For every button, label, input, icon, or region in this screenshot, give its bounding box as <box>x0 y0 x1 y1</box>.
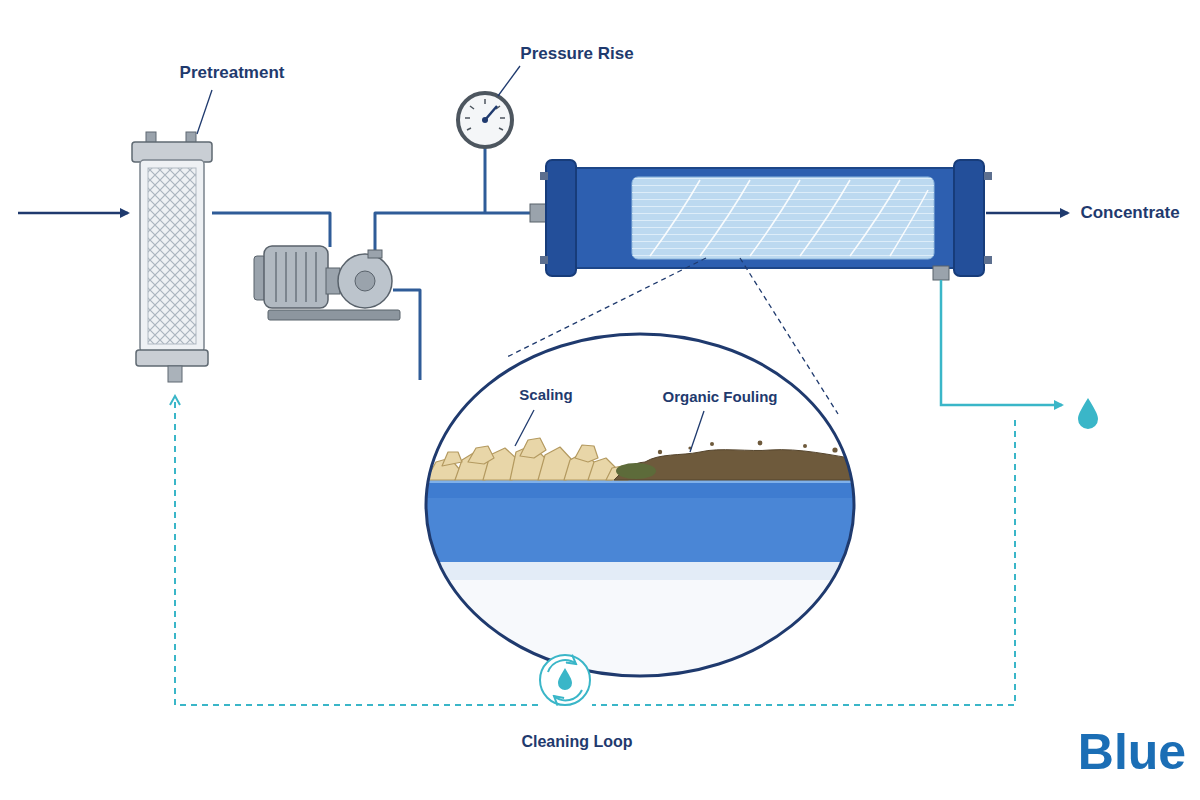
pressure-pipe <box>375 213 545 252</box>
motor-body <box>264 246 328 308</box>
icon-arrow <box>548 660 576 672</box>
gauge-stem <box>484 147 487 213</box>
gauge-pivot <box>482 117 488 123</box>
gauge-dial <box>458 93 512 147</box>
flow-label: Concentrate <box>1080 203 1179 223</box>
zoom-lens-outline <box>426 334 854 676</box>
cartridge-filter <box>132 90 212 382</box>
leader-line <box>515 410 534 446</box>
water-drop <box>1078 398 1098 429</box>
pump-volute <box>338 254 392 308</box>
filter-mesh <box>148 168 196 344</box>
feed-arrow <box>18 212 128 215</box>
membrane-sheets <box>632 177 934 259</box>
membrane-window <box>632 177 934 259</box>
icon-drop <box>558 668 572 690</box>
leader-line <box>498 66 520 96</box>
pipe-work <box>212 147 545 380</box>
icon-ring <box>540 655 590 705</box>
vessel-flange <box>954 160 984 276</box>
leader-line <box>197 90 212 134</box>
filter-housing <box>140 160 204 352</box>
membrane-vessel <box>530 160 992 280</box>
cleaning-icon <box>540 655 590 705</box>
permeate-line <box>941 280 1062 405</box>
suction-pipe <box>393 290 420 380</box>
concentrate-arrow <box>986 212 1068 215</box>
vessel-flange <box>546 160 576 276</box>
pressure-gauge <box>458 66 520 147</box>
gauge-ticks <box>465 99 505 130</box>
callout-label: Organic Fouling <box>663 388 778 406</box>
cleaning-loop-line <box>592 420 1015 705</box>
part-label: Cleaning Loop <box>521 732 632 751</box>
filter-base <box>136 350 208 366</box>
filter-drain <box>168 366 182 382</box>
membrane-cross-section <box>420 438 862 680</box>
part-label: Pressure Rise <box>520 44 633 64</box>
scale-crystals <box>426 438 628 480</box>
porous-layer <box>420 496 860 562</box>
organic-fouling-layer <box>614 450 862 480</box>
motor-fins <box>276 252 316 302</box>
leader-line <box>690 411 704 452</box>
filter-cap <box>132 142 212 162</box>
pump-outlet <box>368 250 382 258</box>
callout-label: Scaling <box>519 386 572 404</box>
biofilm-patch <box>616 463 656 479</box>
icon-arrow <box>554 690 582 700</box>
cleaning-loop-line <box>175 396 538 705</box>
pump-hub <box>355 271 375 291</box>
part-label: Pretreatment <box>180 63 285 83</box>
feed-pipe <box>212 213 330 247</box>
pump-motor <box>254 246 400 320</box>
support-layer <box>420 580 860 680</box>
foulant-particles <box>658 441 838 455</box>
vessel-body <box>570 168 960 268</box>
active-layer <box>420 478 860 498</box>
pump-base <box>268 310 400 320</box>
permeate-port <box>933 266 949 280</box>
brand-logo: Blue <box>1078 722 1186 782</box>
pore-channels <box>420 496 860 562</box>
spiral-lines <box>650 180 928 256</box>
flange-bolts <box>540 172 992 264</box>
support-layer <box>420 562 860 580</box>
